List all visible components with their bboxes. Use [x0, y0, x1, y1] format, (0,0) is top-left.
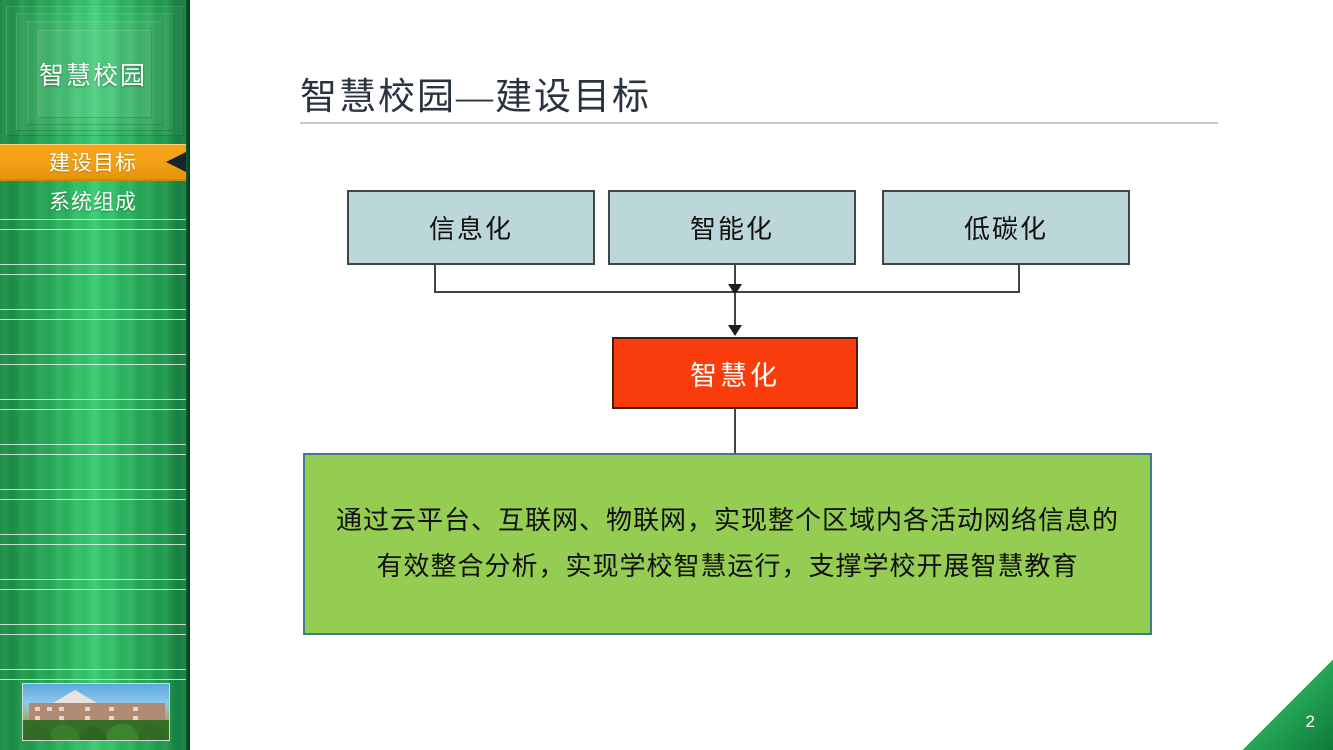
connector-left-drop	[434, 265, 436, 293]
photo-window	[47, 707, 52, 711]
campus-building-photo	[22, 683, 170, 741]
connector-result-to-description	[734, 409, 736, 455]
connector-right-drop	[1018, 265, 1020, 293]
sidebar-frame-decoration	[6, 6, 184, 136]
photo-window	[133, 716, 138, 720]
sidebar: 智慧校园 建设目标 系统组成	[0, 0, 190, 750]
sidebar-edge-shadow	[186, 0, 190, 750]
sidebar-item-system-composition[interactable]: 系统组成	[49, 191, 137, 214]
photo-window	[35, 716, 40, 720]
sidebar-rule-lines	[0, 0, 190, 750]
diagram-node-description: 通过云平台、互联网、物联网，实现整个区域内各活动网络信息的 有效整合分析，实现学…	[303, 453, 1152, 635]
connector-middle-drop	[734, 265, 736, 287]
title-divider	[300, 122, 1218, 124]
sidebar-frame-decoration	[27, 21, 163, 125]
sidebar-item-construction-goal[interactable]: 建设目标	[0, 144, 186, 181]
diagram-node-wisdom[interactable]: 智慧化	[612, 337, 858, 409]
sidebar-frame-decoration	[16, 13, 174, 131]
connector-bus	[434, 291, 1020, 293]
photo-window	[133, 707, 138, 711]
sidebar-frame-decoration	[38, 30, 152, 118]
page-title: 智慧校园—建设目标	[300, 77, 651, 118]
diagram-node-informatization[interactable]: 信息化	[347, 190, 595, 265]
photo-window	[35, 707, 40, 711]
sidebar-brand-title: 智慧校园	[38, 62, 147, 90]
photo-window	[85, 707, 90, 711]
photo-trees	[23, 720, 169, 740]
description-line-1: 通过云平台、互联网、物联网，实现整个区域内各活动网络信息的	[335, 506, 1119, 535]
left-arrow-marker-icon	[166, 152, 186, 172]
corner-decoration	[1243, 660, 1333, 750]
sidebar-item-label: 建设目标	[49, 152, 137, 175]
page-number: 2	[1305, 712, 1315, 731]
photo-window	[85, 716, 90, 720]
photo-window	[109, 707, 114, 711]
description-line-2: 有效整合分析，实现学校智慧运行，支撑学校开展智慧教育	[376, 552, 1079, 581]
diagram-node-low-carbon[interactable]: 低碳化	[882, 190, 1130, 265]
connector-middle-arrowhead-icon	[728, 284, 742, 295]
photo-window	[59, 707, 64, 711]
diagram-node-intelligence[interactable]: 智能化	[608, 190, 856, 265]
connector-result-arrowhead-icon	[728, 325, 742, 336]
photo-window	[109, 716, 114, 720]
photo-window	[59, 716, 64, 720]
photo-roof	[53, 690, 97, 703]
connector-bus-to-result	[734, 293, 736, 327]
